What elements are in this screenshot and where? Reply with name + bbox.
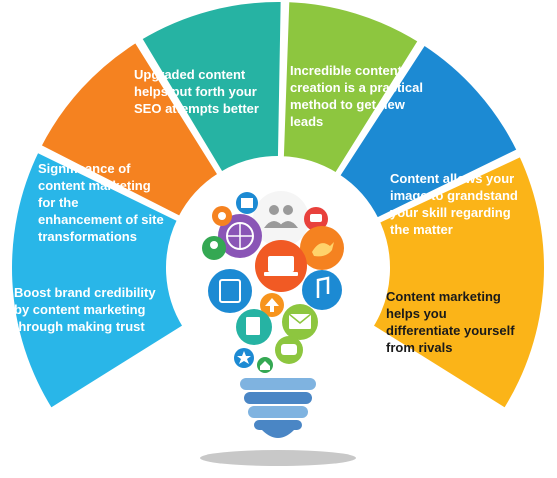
bulb-base: [240, 378, 316, 438]
chat-bubble-glyph: [310, 214, 322, 222]
music-note-icon: [302, 270, 342, 310]
segment-trust: [8, 147, 188, 413]
star-icon-glyph: [237, 351, 251, 364]
tablet-touch-glyph: [219, 279, 241, 303]
segment-label-skill: Content allows your image to grandstand …: [390, 171, 518, 237]
speech-bubble-glyph: [281, 344, 297, 355]
tablet-touch-icon: [208, 269, 252, 313]
segment-label-trust: Boost brand credibility by content marke…: [14, 285, 156, 334]
user-icon-head: [210, 241, 218, 249]
segment-seo: [137, 0, 285, 177]
segment-label-transformations: Significance of content marketing for th…: [38, 161, 164, 244]
bird-icon-glyph: [312, 242, 334, 257]
segments-layer: [8, 0, 548, 413]
laptop-icon-keyboard: [264, 272, 298, 276]
segment-label-seo: Upgraded content helps put forth your SE…: [134, 67, 259, 116]
segment-differentiate: [368, 152, 548, 413]
mail-icon-flap: [288, 313, 312, 324]
upload-arrow-glyph: [265, 298, 279, 312]
people-icon: [253, 191, 309, 247]
music-note-glyph: [316, 276, 330, 298]
segment-transformations: [36, 37, 223, 221]
laptop-icon-screen: [268, 256, 294, 272]
settings-icon-hub: [218, 212, 226, 220]
segment-leads: [279, 0, 423, 178]
bulb-icon-cluster: [202, 191, 344, 373]
home-icon-glyph: [260, 361, 270, 370]
segment-label-differentiate: Content marketing helps you differentiat…: [386, 289, 515, 355]
segment-label-leads: Incredible content creation is a practic…: [290, 63, 423, 129]
bulb-shadow: [200, 450, 356, 466]
people-icon-glyph: [264, 205, 298, 228]
image-icon-frame: [241, 198, 253, 208]
segment-skill: [335, 40, 522, 223]
globe-icon-lines: [227, 223, 253, 249]
document-edit-glyph: [246, 317, 260, 335]
